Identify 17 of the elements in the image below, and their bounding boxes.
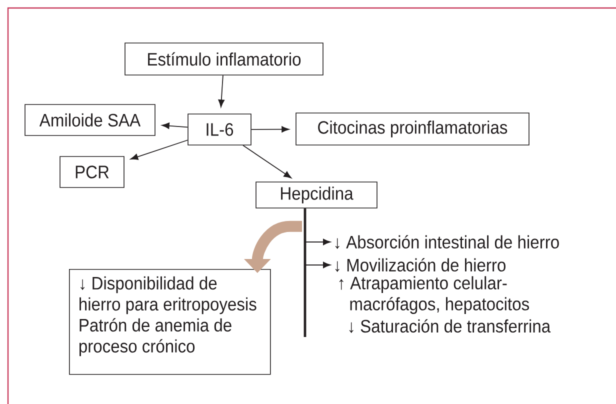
arrow (130, 140, 188, 160)
effect-text: ↓ Movilización de hierro (335, 258, 506, 272)
arrow (162, 122, 188, 129)
process-box: Citocinas proinflamatorias (296, 112, 530, 146)
process-box: PCR (60, 156, 124, 188)
effect-text: ↓ Saturación de transferrina (349, 319, 551, 333)
arrow (218, 74, 225, 108)
process-box: Estímulo inflamatorio (124, 42, 324, 76)
effect-text: ↑ Atrapamiento celular- macrófagos, hepatocitos (339, 276, 529, 314)
process-box: Hepcidina (256, 182, 378, 208)
arrow (304, 208, 331, 268)
text-box: ↓ Disponibilidad de hierro para eritropoyesis Patrón de anemia de proceso crónico (69, 269, 271, 375)
process-box: Amiloide SAA (24, 104, 156, 136)
arrow (250, 126, 290, 132)
arrow (242, 144, 292, 178)
effect-text: ↓ Absorción intestinal de hierro (335, 235, 559, 249)
process-box: IL-6 (188, 114, 252, 146)
